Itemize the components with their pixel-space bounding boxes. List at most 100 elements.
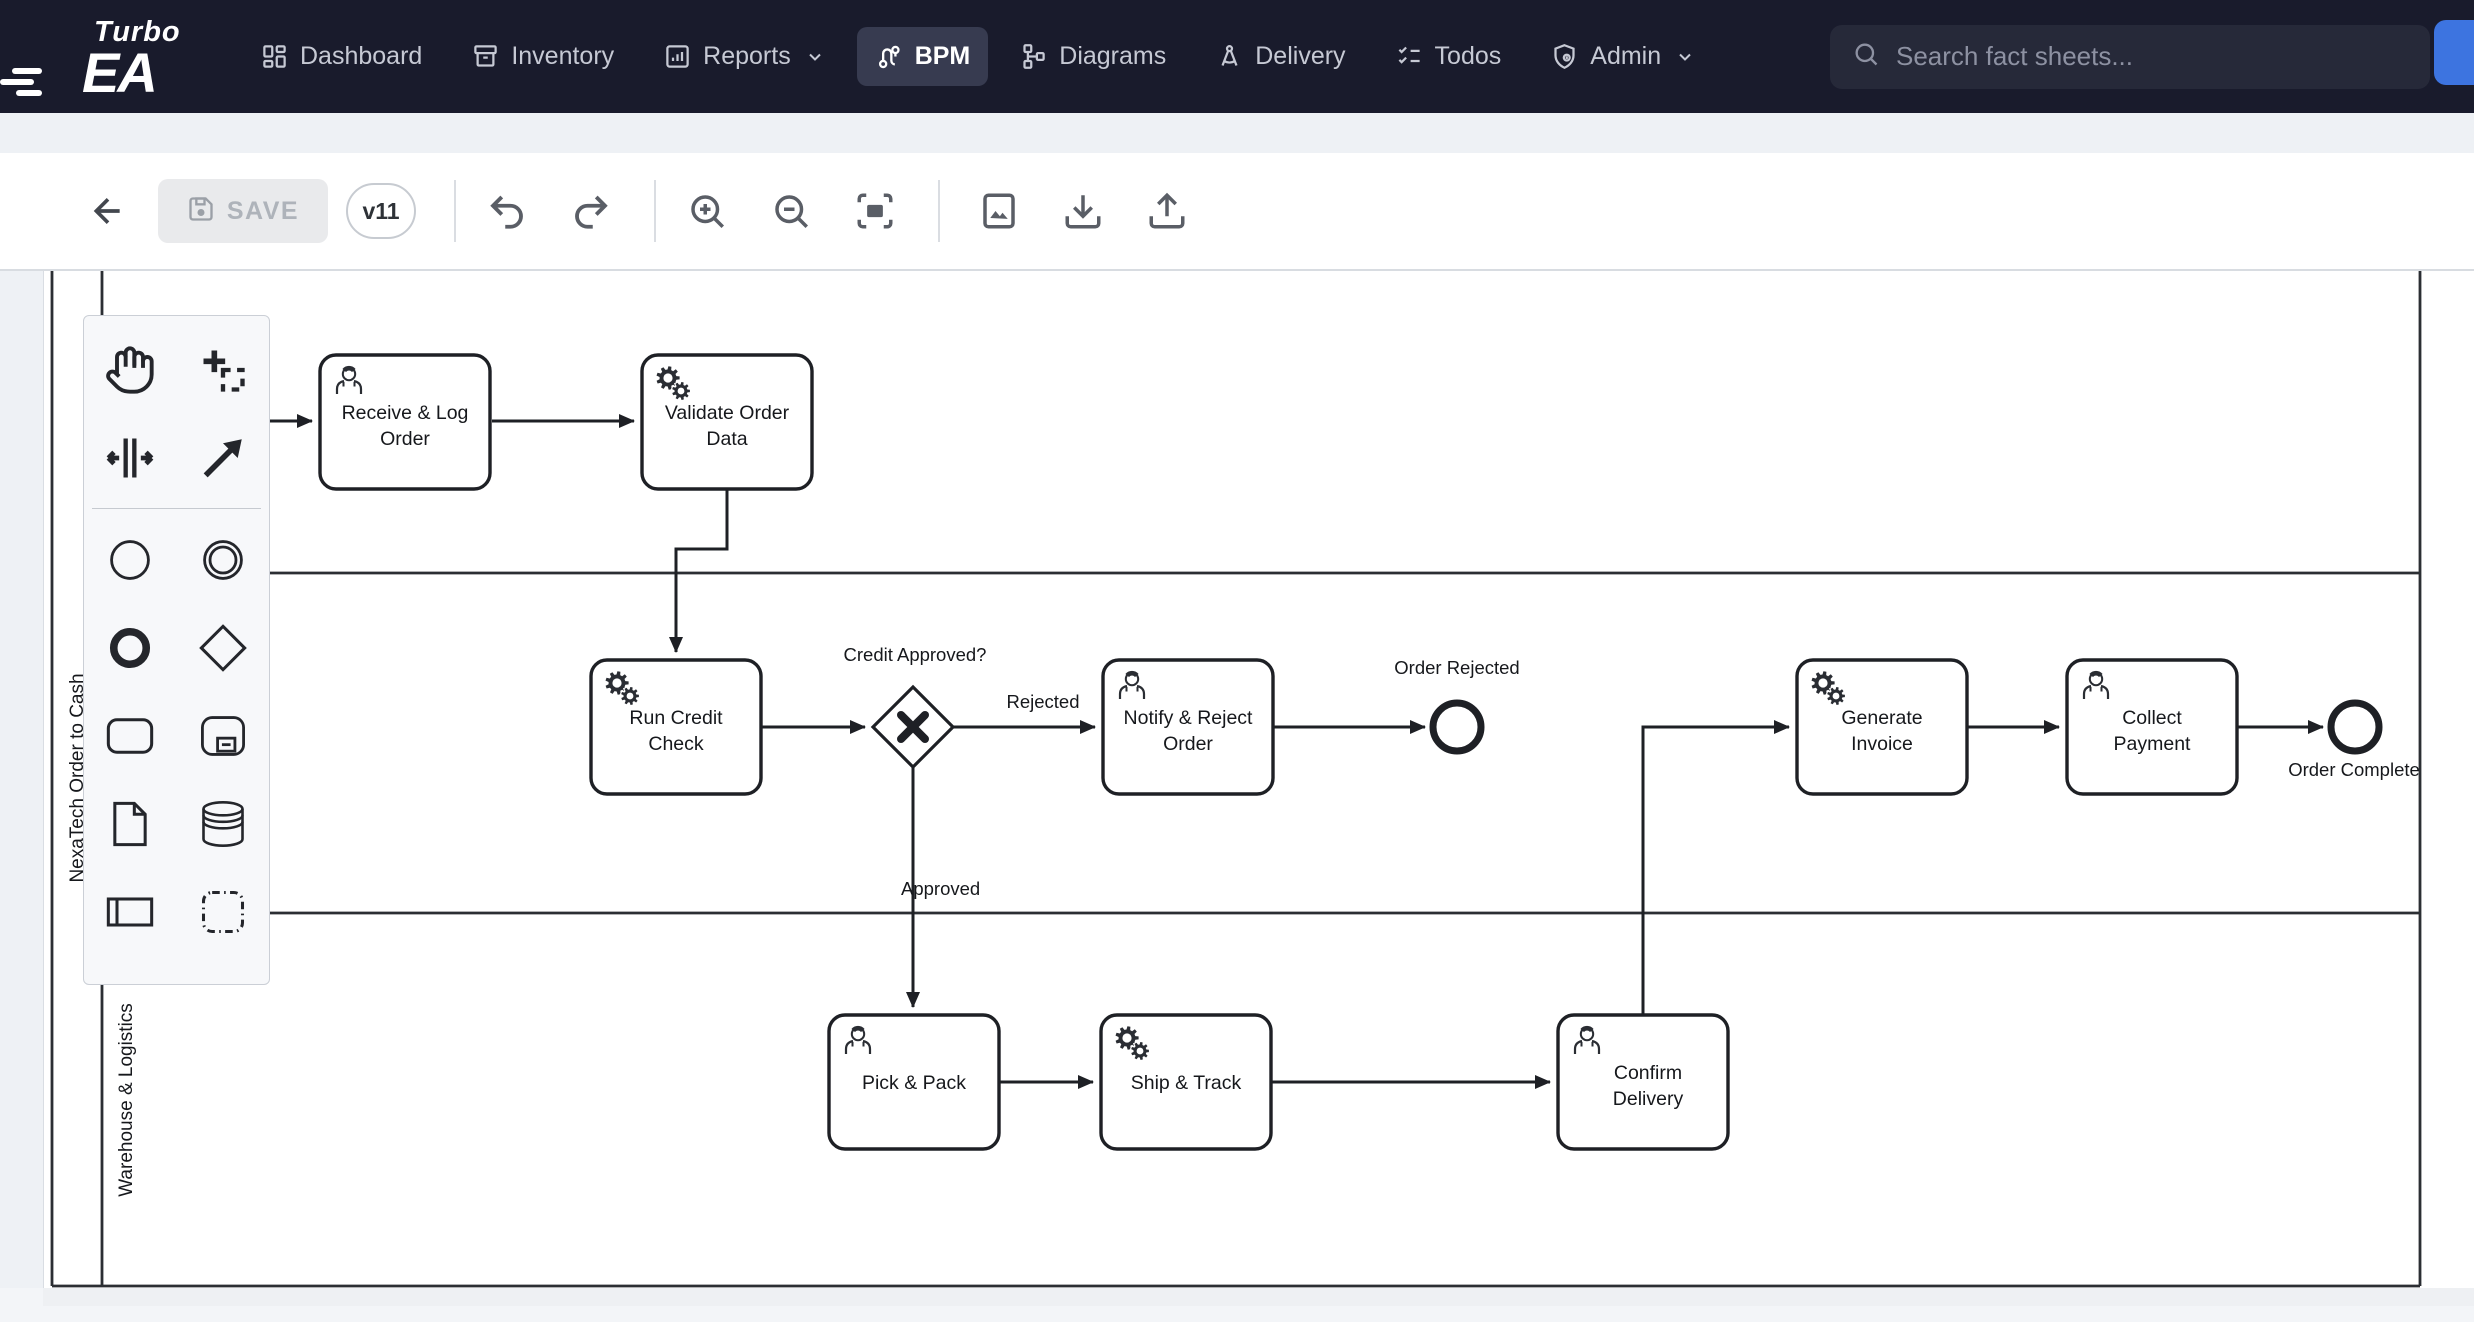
nav-item-dashboard[interactable]: Dashboard <box>243 27 440 86</box>
task-confirm-delivery[interactable]: Confirm Delivery <box>1556 1013 1730 1151</box>
nav-item-admin[interactable]: Admin <box>1533 27 1713 86</box>
fit-view-button[interactable] <box>854 190 896 232</box>
delivery-compass-icon <box>1216 43 1243 70</box>
upload-button[interactable] <box>1146 190 1188 232</box>
svg-text:Pick & Pack: Pick & Pack <box>862 1072 966 1094</box>
palette-end-event[interactable] <box>84 604 177 692</box>
user-task-icon <box>1118 670 1146 699</box>
task-receive-log-order[interactable]: Receive & Log Order <box>318 353 492 491</box>
search-icon <box>1852 40 1880 73</box>
palette-connect-tool[interactable] <box>177 414 270 502</box>
brand-logo[interactable]: Turbo EA <box>0 16 215 105</box>
svg-text:Run Credit: Run Credit <box>629 707 723 729</box>
svg-text:Generate: Generate <box>1841 707 1922 729</box>
toolbar-divider <box>454 180 456 242</box>
speed-lines-icon <box>0 68 46 102</box>
svg-text:Invoice: Invoice <box>1851 733 1913 755</box>
task-pick-pack[interactable]: Pick & Pack <box>827 1013 1001 1151</box>
svg-text:Confirm: Confirm <box>1614 1062 1682 1084</box>
end-event-order-complete[interactable] <box>2327 699 2383 755</box>
palette-gateway[interactable] <box>177 604 270 692</box>
reports-chart-icon <box>664 43 691 70</box>
admin-shield-icon <box>1551 43 1578 70</box>
bpm-flow-icon <box>875 43 903 71</box>
svg-text:Receive & Log: Receive & Log <box>342 402 469 424</box>
task-validate-order-data[interactable]: Validate Order Data <box>640 353 814 491</box>
back-button[interactable] <box>88 191 128 231</box>
inventory-box-icon <box>472 43 499 70</box>
task-run-credit-check[interactable]: Run Credit Check <box>589 658 763 796</box>
export-image-button[interactable] <box>978 190 1020 232</box>
version-badge[interactable]: v11 <box>346 183 416 239</box>
top-navbar: Turbo EA Dashboard Inventory Reports BPM <box>0 0 2474 113</box>
palette-separator <box>84 502 269 516</box>
svg-text:Order: Order <box>1163 733 1213 755</box>
undo-button[interactable] <box>486 190 528 232</box>
nav-item-todos[interactable]: Todos <box>1378 27 1520 86</box>
toolbar-divider <box>938 180 940 242</box>
palette-group[interactable] <box>177 868 270 956</box>
brand-ea: EA <box>82 41 158 105</box>
save-label: SAVE <box>226 196 300 225</box>
chevron-down-icon <box>805 47 825 67</box>
svg-text:Validate Order: Validate Order <box>665 402 790 424</box>
dashboard-grid-icon <box>261 43 288 70</box>
svg-text:Notify & Reject: Notify & Reject <box>1124 707 1254 729</box>
palette-intermediate-event[interactable] <box>177 516 270 604</box>
canvas-bottom-scroll-area[interactable] <box>0 1288 2474 1322</box>
nav-item-reports[interactable]: Reports <box>646 27 843 86</box>
svg-text:Order: Order <box>380 428 430 450</box>
user-task-icon <box>2082 670 2110 699</box>
nav-item-bpm[interactable]: BPM <box>856 27 989 86</box>
palette-data-object[interactable] <box>84 780 177 868</box>
nav-item-delivery[interactable]: Delivery <box>1198 27 1363 86</box>
palette-lasso-tool[interactable] <box>177 326 270 414</box>
palette-task[interactable] <box>84 692 177 780</box>
svg-text:Payment: Payment <box>2114 733 2192 755</box>
gateway-credit-approved[interactable] <box>870 684 956 770</box>
svg-text:Check: Check <box>648 733 704 755</box>
palette-subprocess[interactable] <box>177 692 270 780</box>
svg-text:Ship & Track: Ship & Track <box>1131 1072 1242 1094</box>
page-gap-strip <box>0 113 2474 153</box>
service-task-icon <box>1811 671 1847 707</box>
search-input[interactable]: Search fact sheets... <box>1830 24 2430 89</box>
service-task-icon <box>605 671 641 707</box>
zoom-out-button[interactable] <box>770 190 812 232</box>
download-button[interactable] <box>1062 190 1104 232</box>
task-ship-track[interactable]: Ship & Track <box>1099 1013 1273 1151</box>
task-notify-reject-order[interactable]: Notify & Reject Order <box>1101 658 1275 796</box>
service-task-icon <box>1115 1026 1151 1062</box>
chevron-down-icon <box>1675 47 1695 67</box>
palette-start-event[interactable] <box>84 516 177 604</box>
user-task-icon <box>335 365 363 394</box>
save-button[interactable]: SAVE <box>158 179 328 243</box>
svg-text:Data: Data <box>706 428 747 450</box>
brand-turbo: Turbo <box>94 16 181 49</box>
palette-participant[interactable] <box>84 868 177 956</box>
toolbar-divider <box>654 180 656 242</box>
nav-items: Dashboard Inventory Reports BPM Diagrams <box>243 27 1713 86</box>
user-task-icon <box>844 1025 872 1054</box>
svg-text:Delivery: Delivery <box>1613 1088 1684 1110</box>
nav-edge-accent-button[interactable] <box>2434 20 2474 85</box>
svg-text:Collect: Collect <box>2122 707 2182 729</box>
search-placeholder: Search fact sheets... <box>1896 41 2134 71</box>
nav-item-diagrams[interactable]: Diagrams <box>1002 27 1184 86</box>
end-event-order-rejected[interactable] <box>1429 699 1485 755</box>
task-collect-payment[interactable]: Collect Payment <box>2065 658 2239 796</box>
editor-toolbar: SAVE v11 <box>0 153 2474 271</box>
task-generate-invoice[interactable]: Generate Invoice <box>1795 658 1969 796</box>
palette-hand-tool[interactable] <box>84 326 177 414</box>
nav-item-inventory[interactable]: Inventory <box>454 27 632 86</box>
palette-space-tool[interactable] <box>84 414 177 502</box>
bpmn-palette <box>83 315 270 985</box>
service-task-icon <box>656 366 692 402</box>
redo-button[interactable] <box>570 190 612 232</box>
palette-data-store[interactable] <box>177 780 270 868</box>
zoom-in-button[interactable] <box>686 190 728 232</box>
todos-checklist-icon <box>1396 43 1423 70</box>
diagrams-network-icon <box>1020 43 1047 70</box>
save-floppy-icon <box>187 195 215 228</box>
